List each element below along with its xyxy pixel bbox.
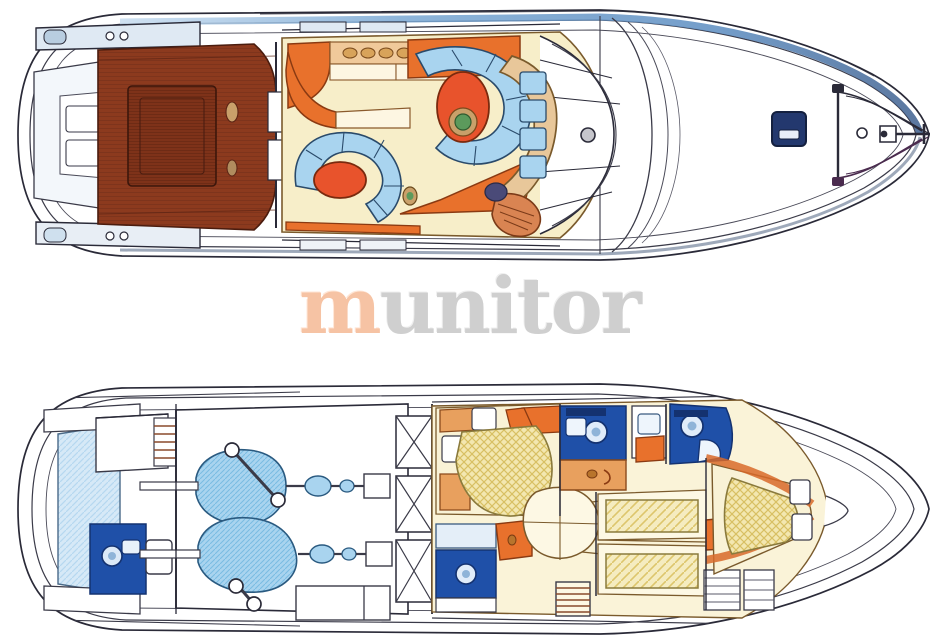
engine-room-bulkhead (395, 404, 433, 614)
bow-hatch-icon (771, 111, 807, 147)
anchor-pulpit-icon (832, 84, 930, 186)
side-passage-lines (57, 391, 743, 627)
sheer-stripe (119, 10, 924, 256)
watermark: munitor (0, 262, 939, 352)
coffee-table (313, 161, 367, 199)
generator (295, 585, 391, 621)
vanity-counter (495, 519, 533, 561)
guest-head (559, 405, 627, 491)
watermark-colored-letter: m (299, 261, 382, 352)
companion-seats (519, 71, 547, 179)
vip-cabin (705, 454, 849, 576)
port-engine (139, 442, 391, 525)
lower-deck-plan (0, 374, 939, 644)
crew-head (89, 523, 147, 595)
watermark-gray-text: unitor (379, 261, 642, 352)
cockpit-coaming (35, 21, 201, 249)
vip-head (631, 403, 733, 465)
aft-cockpit-teak-deck (97, 43, 277, 231)
crew-ladder-icon (153, 417, 177, 467)
companionway-stairs (555, 581, 591, 617)
accommodation (431, 399, 849, 619)
deckhouse-details (281, 21, 561, 251)
starboard-engine (139, 516, 393, 612)
helm-station (484, 35, 621, 238)
transom-platform (33, 56, 113, 214)
master-head (435, 523, 497, 613)
u-shaped-settee-lower (294, 131, 404, 224)
main-deck-plan (0, 0, 939, 270)
helm-seat (484, 182, 542, 238)
dining-table (436, 71, 490, 143)
engine-room (139, 403, 433, 621)
